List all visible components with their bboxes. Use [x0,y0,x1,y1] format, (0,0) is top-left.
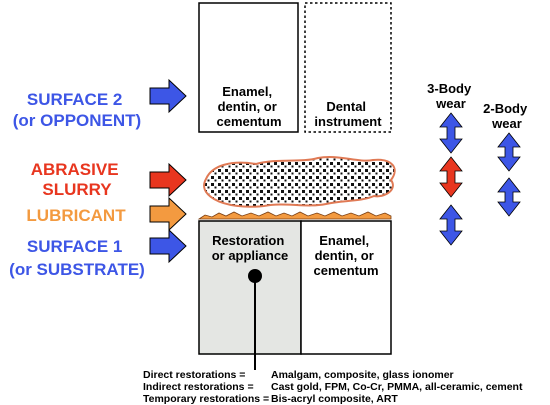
svg-text:3-Body wear: 3-Body wear [427,81,475,111]
two-body-line1: 2-Body [483,101,528,116]
indirect-restorations-value: Cast gold, FPM, Co-Cr, PMMA, all-ceramic… [271,381,523,393]
slurry-line2: SLURRY [42,180,112,199]
svg-text:2-Body wear: 2-Body wear [483,101,531,131]
abrasive-slurry-blob [203,156,396,208]
enamel-bottom-line1: Enamel, [319,233,369,248]
svg-text:Dental instrument: Dental instrument [314,99,382,129]
svg-text:SURFACE 2 (or OPPONENT): SURFACE 2 (or OPPONENT) [13,90,141,130]
svg-text:Restoration or appliance: Restoration or appliance [212,233,289,263]
surface1-line2: (or SUBSTRATE) [9,260,145,279]
svg-text:Enamel, dentin, or cem: Enamel, dentin, or cementum [313,233,378,278]
svg-text:ABRASIVE SLURRY: ABRASIVE SLURRY [31,160,124,199]
enamel-top-line3: cementum [216,114,281,129]
surface2-line2: (or OPPONENT) [13,111,141,130]
three-body-blue-top-arrow [439,112,463,154]
svg-text:Enamel, dentin, or cem: Enamel, dentin, or cementum [216,84,281,129]
surface1-arrow [149,228,187,264]
slurry-arrow [149,162,187,198]
slurry-line1: ABRASIVE [31,160,119,179]
three-body-line2: wear [435,96,466,111]
direct-restorations-value: Amalgam, composite, glass ionomer [271,369,454,381]
enamel-top-line2: dentin, or [218,99,277,114]
lubricant-label: LUBRICANT [26,206,126,225]
two-body-bottom-arrow [497,177,521,217]
direct-restorations-label: Direct restorations = [143,369,245,381]
instrument-line2: instrument [314,114,382,129]
three-body-red-arrow [439,156,463,198]
two-body-top-arrow [497,132,521,172]
svg-text:SURFACE 1 (or SUBSTRATE): SURFACE 1 (or SUBSTRATE) [9,237,145,279]
three-body-line1: 3-Body [427,81,472,96]
svg-text:Temporary restorations = B: Temporary restorations = Bis-acryl compo… [143,393,398,405]
restoration-box [198,220,302,355]
enamel-bottom-box [300,220,392,355]
instrument-top-box [304,2,392,133]
surface2-line1: SURFACE 2 [27,90,122,109]
instrument-line1: Dental [326,99,366,114]
two-body-line2: wear [491,116,522,131]
svg-text:Direct restorations = Amal: Direct restorations = Amalgam, composite… [143,369,454,381]
three-body-blue-bottom-arrow [439,204,463,246]
temporary-restorations-value: Bis-acryl composite, ART [271,393,398,405]
enamel-bottom-line3: cementum [313,263,378,278]
svg-text:Indirect restorations = Ca: Indirect restorations = Cast gold, FPM, … [143,381,523,393]
lubricant-layer [197,211,392,220]
restoration-line1: Restoration [212,233,284,248]
enamel-top-line1: Enamel, [222,84,272,99]
lubricant-arrow [149,196,187,232]
enamel-top-box [198,2,299,133]
surface1-line1: SURFACE 1 [27,237,122,256]
restoration-line2: or appliance [212,248,289,263]
surface2-arrow [149,78,187,114]
indirect-restorations-label: Indirect restorations = [143,381,254,393]
enamel-bottom-line2: dentin, or [315,248,374,263]
temporary-restorations-label: Temporary restorations = [143,393,269,405]
